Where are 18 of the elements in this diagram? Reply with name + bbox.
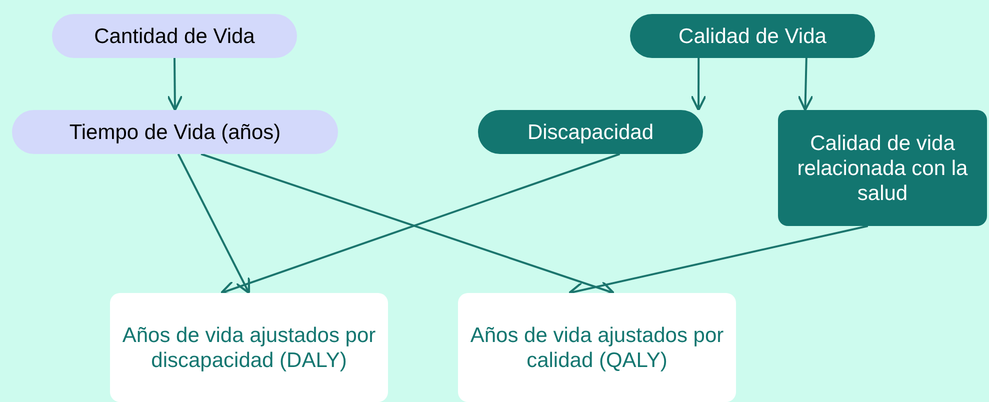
arrow: [690, 58, 707, 112]
node-label: Calidad de Vida: [678, 24, 826, 48]
arrow: [797, 58, 814, 112]
rounded-box: [630, 14, 875, 58]
node-label: Discapacidad: [527, 120, 654, 144]
rounded-box: [458, 293, 736, 402]
node-label: Años de vida ajustados por discapacidad (DALY): [122, 322, 376, 372]
node-label: Años de vida ajustados por calidad (QALY): [470, 322, 724, 372]
rounded-box: [110, 293, 388, 402]
rounded-box: [478, 110, 703, 154]
node-label: Tiempo de Vida (años): [69, 120, 281, 144]
node-label: Calidad de vida relacionada con la salud: [796, 130, 969, 206]
rounded-box: [52, 14, 297, 58]
node-label: Cantidad de Vida: [94, 24, 255, 48]
rounded-box: [778, 110, 987, 226]
arrow: [177, 154, 250, 294]
arrow: [166, 58, 183, 112]
rounded-box: [12, 110, 338, 154]
